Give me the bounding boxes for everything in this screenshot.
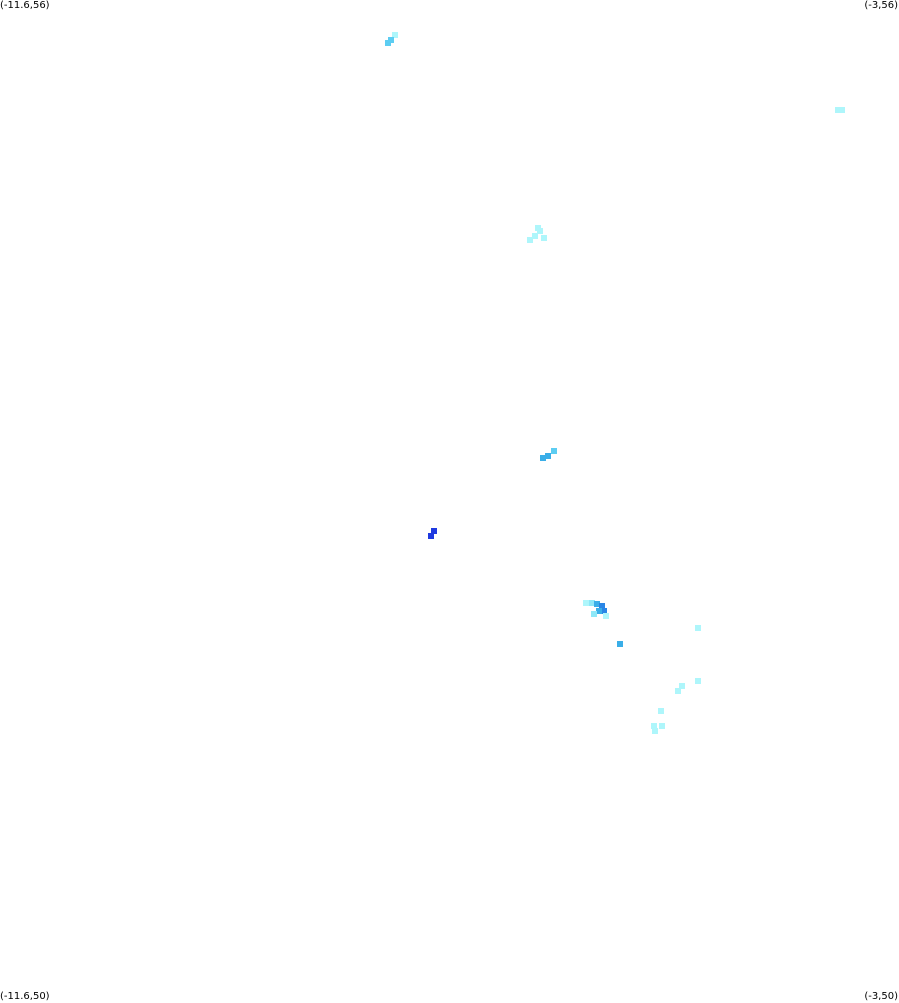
heat-cell	[601, 608, 608, 615]
heat-cell	[695, 678, 702, 684]
heat-cell	[603, 613, 610, 620]
heat-cell	[695, 624, 702, 631]
heat-cell	[430, 528, 437, 535]
heat-cell	[388, 37, 394, 43]
heat-cell	[537, 228, 544, 235]
heat-cell	[392, 32, 399, 38]
corner-label-top-left: (-11.6,56)	[0, 0, 50, 11]
heat-cell	[583, 599, 590, 606]
heat-cell	[599, 603, 606, 610]
heat-cell	[535, 225, 542, 232]
heat-cell	[544, 453, 551, 460]
heat-cell	[652, 727, 659, 734]
corner-label-top-right: (-3,56)	[864, 0, 898, 11]
heat-cell	[551, 448, 557, 455]
heat-cell	[658, 722, 665, 729]
heat-cell	[532, 233, 539, 240]
heat-cell	[593, 601, 600, 608]
corner-label-bottom-left: (-11.6,50)	[0, 991, 50, 1002]
heat-cell	[384, 40, 391, 47]
heat-cell	[540, 235, 547, 242]
heat-cell	[838, 106, 845, 113]
heat-cell	[675, 688, 682, 694]
corner-label-bottom-right: (-3,50)	[864, 991, 898, 1002]
heat-cell	[427, 533, 434, 540]
heat-cell	[590, 611, 597, 618]
heat-cell	[527, 236, 533, 243]
heat-cell	[539, 454, 546, 461]
heat-cell	[596, 608, 602, 615]
heat-cell	[657, 708, 664, 714]
heat-cell	[651, 722, 658, 729]
heat-cell	[835, 106, 842, 113]
heat-cell	[678, 683, 685, 689]
heat-cell	[616, 641, 623, 648]
heat-cell	[588, 599, 595, 606]
